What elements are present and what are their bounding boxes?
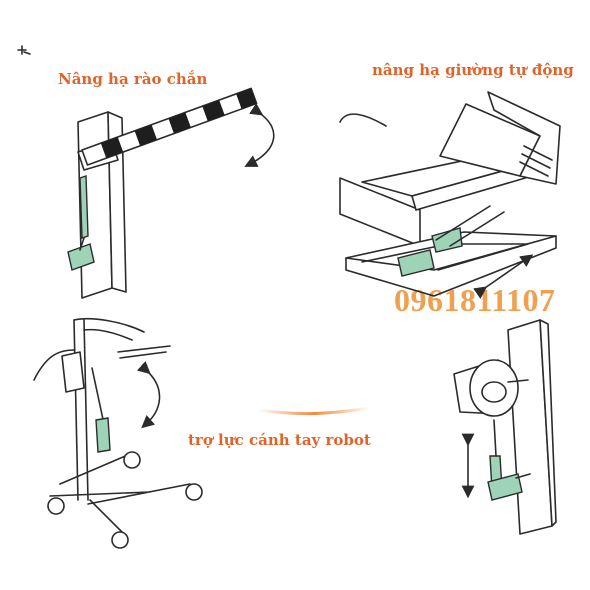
small-mark-icon [17, 45, 31, 55]
auto-bed-illustration [339, 91, 561, 299]
robot-arm-label: trợ lực cánh tay robot [188, 431, 371, 449]
patient-lift-illustration [33, 317, 203, 549]
barrier-gate-illustration [67, 87, 275, 299]
bed-lift-label: nâng hạ giường tự động [372, 61, 574, 79]
orange-swoosh-decoration [257, 406, 371, 416]
hinge-actuator-illustration [453, 319, 557, 535]
barrier-lift-label: Nâng hạ rào chắn [58, 70, 208, 88]
